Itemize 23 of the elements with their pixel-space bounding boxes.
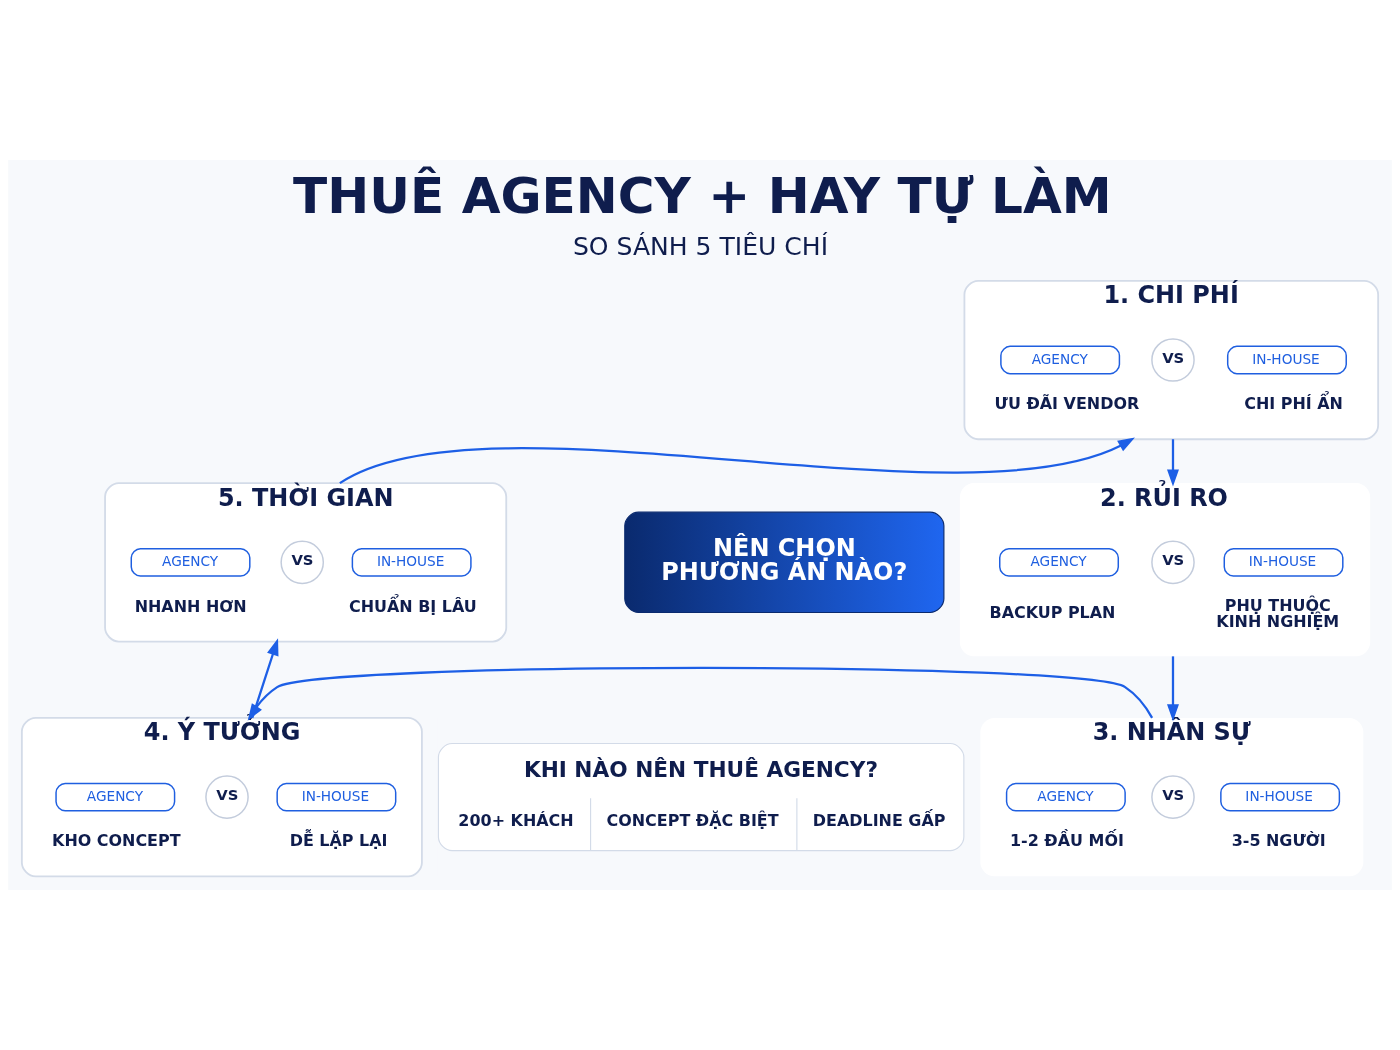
node-box: IN-HOUSE <box>1226 345 1347 375</box>
node-box: AGENCY <box>55 782 176 812</box>
node-box: IN-HOUSE <box>351 547 472 577</box>
node-box: IN-HOUSE <box>276 782 397 812</box>
node-circle: VS <box>1151 775 1195 819</box>
arrow <box>247 666 1154 721</box>
caption: SO SÁNH 5 TIÊU CHÍ <box>572 232 829 262</box>
node-box: AGENCY <box>130 547 251 577</box>
node-box: AGENCY <box>999 547 1119 577</box>
node-box: NÊN CHỌN PHƯƠNG ÁN NÀO? <box>624 511 945 614</box>
node-circle: VS <box>280 540 325 585</box>
node-box: IN-HOUSE <box>1223 547 1344 577</box>
node-circle: VS <box>1151 540 1195 585</box>
arrow <box>1167 656 1179 722</box>
node-circle: VS <box>205 775 249 819</box>
node-box: IN-HOUSE <box>1220 782 1341 812</box>
node-circle: VS <box>1151 338 1195 382</box>
arrow <box>251 638 279 719</box>
arrow <box>339 437 1135 485</box>
diagram-title: THUÊ AGENCY + HAY TỰ LÀM <box>293 165 1112 225</box>
node-box: AGENCY <box>1000 345 1121 375</box>
arrow <box>1167 439 1179 487</box>
node-box: AGENCY <box>1005 782 1126 812</box>
